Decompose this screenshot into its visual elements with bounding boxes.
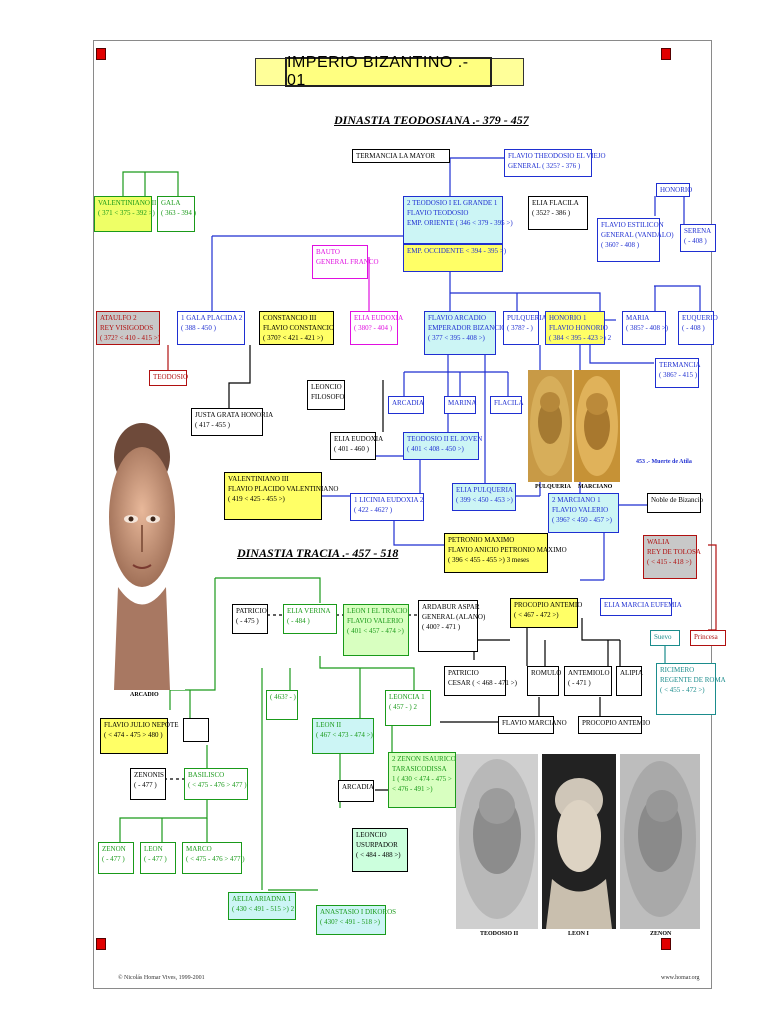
box-patricio: PATRICIO( - 475 ) [232, 604, 268, 634]
box-elia-marcia-eufemia: ELIA MARCIA EUFEMIA [600, 598, 682, 616]
box-flacila: FLACILA [490, 396, 524, 414]
box-elia-verina: ELIA VERINA( - 484 ) [283, 604, 337, 634]
footer-site: www.homar.org [661, 975, 700, 981]
zenon-coin-image [620, 754, 700, 929]
teodosio-ii-coin-image [456, 754, 538, 929]
box-euquerio: EUQUERIO( - 408 ) [678, 311, 718, 345]
box-elia-eudoxia-2: ELIA EUDOXIA( 401 - 460 ) [330, 432, 383, 460]
box-arcadia-2: ARCADIA [338, 780, 374, 802]
box-elia-eudoxia-1: ELIA EUDOXIA( 380? - 404 ) [350, 311, 403, 345]
box-teodosio-ii: TEODOSIO II EL JOVEN( 401 < 408 - 450 >) [403, 432, 482, 460]
arcadio-bust-image [100, 407, 185, 690]
box-leon-ii: LEON II( 467 < 473 - 474 >) [312, 718, 374, 754]
box-procopio-antemio-2: PROCOPIO ANTEMIO [578, 716, 650, 734]
box-anastasio-i: ANASTASIO I DIKOROS( 430? < 491 - 518 >) [316, 905, 396, 935]
leon-i-bust-image [542, 754, 616, 929]
caption-leon-i: LEON I [568, 931, 589, 937]
caption-pulqueria: PULQUERIA [535, 484, 572, 490]
box-basilisco: BASILISCO( < 475 - 476 > 477 ) [184, 768, 248, 800]
box-teodosio-small: TEODOSIO [149, 370, 188, 386]
box-gala-placidia: 1 GALA PLACIDA 2 ( 388 - 450 ) [177, 311, 245, 345]
box-termancia-mayor: TERMANCIA LA MAYOR [352, 149, 450, 163]
caption-marciano: MARCIANO [578, 484, 613, 490]
page-title: IMPERIO BIZANTINO .- 01 [285, 54, 492, 89]
box-marciano: 2 MARCIANO 1 FLAVIO VALERIO ( 396? < 450… [548, 493, 619, 533]
box-elia-pulqueria: ELIA PULQUERIA( 399 < 450 - 453 >) [452, 483, 516, 511]
dynasty-teodosiana-title: DINASTIA TEODOSIANA .- 379 - 457 [334, 113, 529, 127]
corner-marker [96, 938, 106, 950]
box-aelia-ariadna: AELIA ARIADNA 1( 430 < 491 - 515 >) 2 [228, 892, 296, 920]
box-honorio-top: HONORIO [656, 183, 692, 197]
corner-marker [661, 938, 671, 950]
box-gala: GALA( 363 - 394 ) [157, 196, 196, 232]
box-flavio-marciano: FLAVIO MARCIANO [498, 716, 567, 734]
caption-zenon: ZENON [650, 931, 672, 937]
box-unnamed-spouse [183, 718, 209, 742]
box-justa-grata-honoria: JUSTA GRATA HONORIA( 417 - 455 ) [191, 408, 273, 436]
box-elia-flacila: ELIA FLACILA( 352? - 386 ) [528, 196, 588, 230]
box-romulo: ROMULO [527, 666, 561, 696]
box-unknown-463: ( 463? - ) [266, 690, 298, 720]
box-licinia-eudoxia: 1 LICINIA EUDOXIA 2 ( 422 - 462? ) [350, 493, 424, 521]
box-maria: MARIA( 385? - 408 >) [622, 311, 668, 345]
caption-muerte-atila: 453 .- Muerte de Atila [636, 459, 692, 465]
box-arcadia: ARCADIA [388, 396, 424, 414]
page-frame [93, 40, 712, 989]
box-termancia-2: TERMANCIA( 386? - 415 ) [655, 358, 701, 388]
box-teodosio-i: 2 TEODOSIO I EL GRANDE 1 FLAVIO TEODOSIO… [403, 196, 513, 244]
caption-teodosio-ii: TEODOSIO II [480, 931, 519, 937]
dynasty-tracia-title: DINASTIA TRACIA .- 457 - 518 [237, 546, 399, 560]
corner-marker [661, 48, 671, 60]
corner-marker [96, 48, 106, 60]
box-serena: SERENA( - 408 ) [680, 224, 716, 252]
box-noble-bizancio: Noble de Bizancio [647, 493, 703, 513]
box-teodosio-i-occidente: EMP. OCCIDENTE < 394 - 395 >) [403, 244, 506, 272]
marciano-coin-image [574, 370, 620, 482]
box-leoncia: LEONCIA 1( 457 - ) 2 [385, 690, 431, 726]
box-suevo: Suevo [650, 630, 680, 646]
box-flavio-julio-nepote: FLAVIO JULIO NEPOTE( < 474 - 475 > 480 ) [100, 718, 179, 754]
box-leon: LEON( - 477 ) [140, 842, 176, 874]
box-valentiniano-ii: VALENTINIANO II( 371 < 375 - 392 >) [94, 196, 156, 232]
box-alipia: ALIPIA [616, 666, 643, 696]
box-princesa: Princesa [690, 630, 726, 646]
footer-copyright: © Nicolás Homar Vives, 1999-2001 [118, 975, 205, 981]
box-zenon: ZENON( - 477 ) [98, 842, 134, 874]
box-pulqueria-1: PULQUERIA( 378? - ) [503, 311, 547, 345]
pulqueria-coin-image [528, 370, 572, 482]
box-marco: MARCO( < 475 - 476 > 477 ) [182, 842, 245, 874]
box-marina: MARINA [444, 396, 476, 414]
box-zenonis: ZENONIS( - 477 ) [130, 768, 166, 800]
caption-arcadio: ARCADIO [130, 692, 159, 698]
box-procopio-antemio: PROCOPIO ANTEMIO( < 467 - 472 >) [510, 598, 582, 628]
box-antemiolo: ANTEMIOLO( - 471 ) [564, 666, 612, 696]
